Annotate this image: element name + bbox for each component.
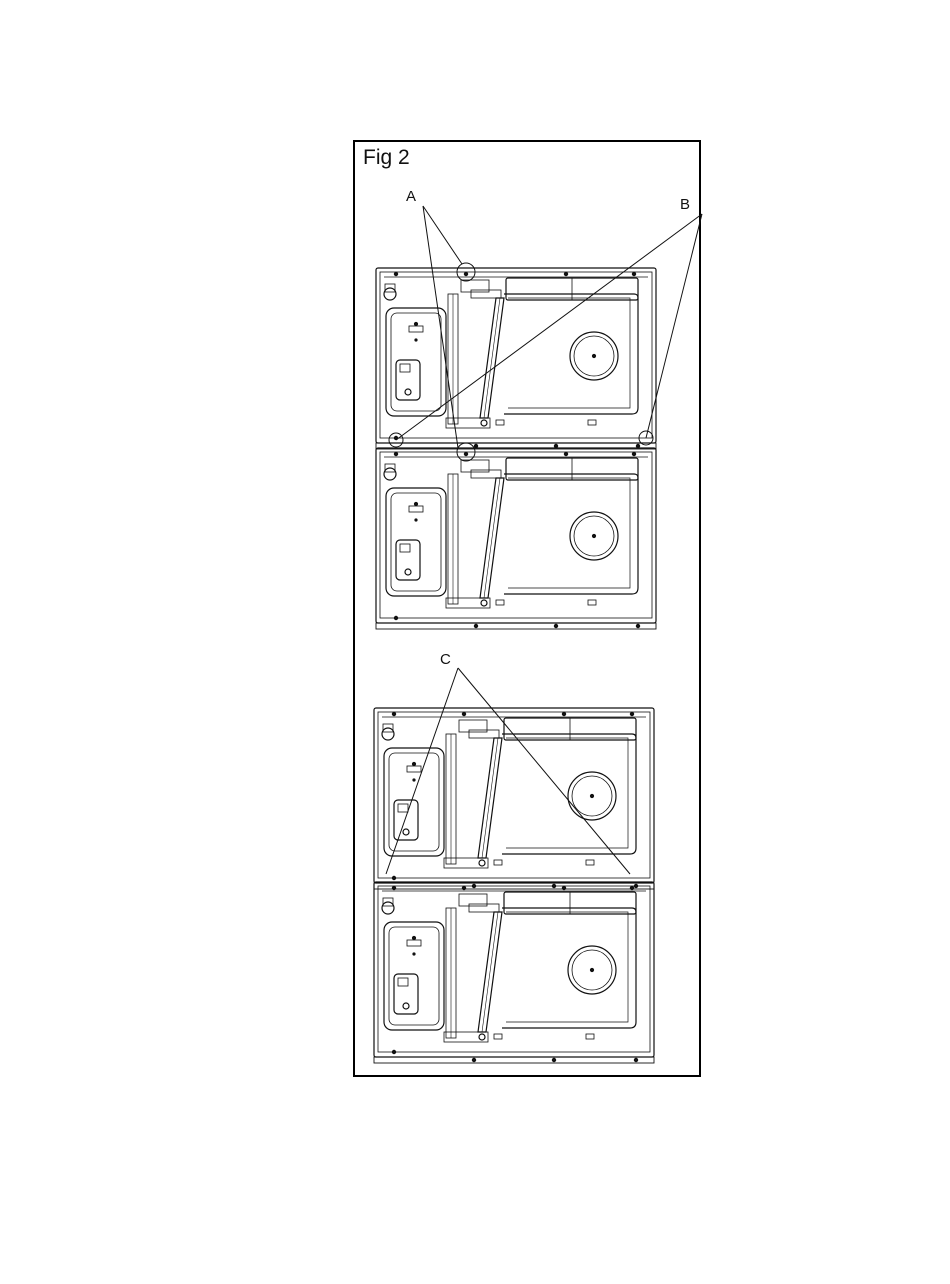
oven-unit-top-lower: [376, 448, 656, 629]
leader-lines-c: [386, 668, 630, 874]
oven-unit-top-upper: [376, 268, 656, 449]
callout-label-a: A: [406, 188, 416, 205]
figure-title: Fig 2: [363, 146, 410, 170]
callout-label-c: C: [440, 651, 451, 668]
leader-lines-a: [423, 206, 462, 448]
callout-label-b: B: [680, 196, 690, 213]
oven-unit-bottom-lower: [374, 882, 654, 1063]
